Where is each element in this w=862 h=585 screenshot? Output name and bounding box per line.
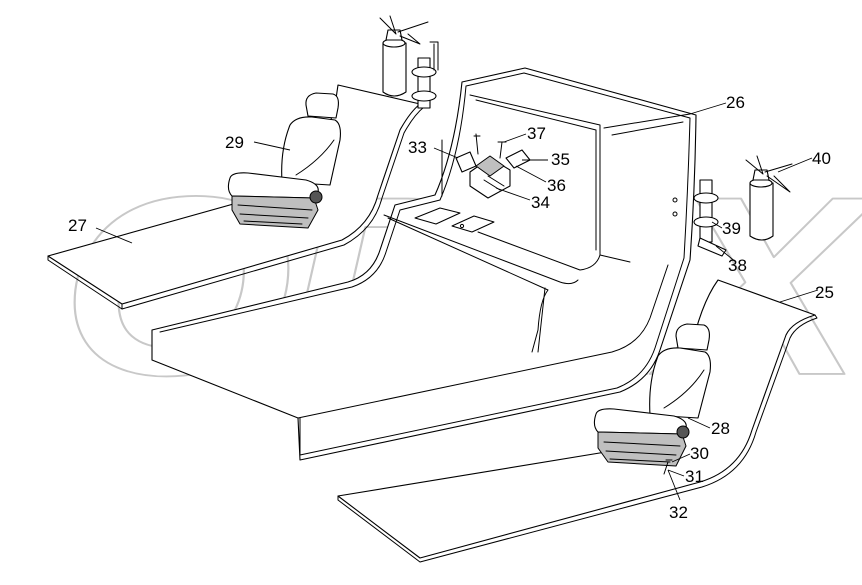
leader-lines xyxy=(95,102,819,501)
seat-right xyxy=(593,323,711,467)
callout-28: 28 xyxy=(711,419,730,438)
callout-40: 40 xyxy=(812,149,831,168)
fire-extinguisher-right xyxy=(745,155,793,241)
callout-labels: 25 26 27 28 29 30 31 32 33 34 35 36 37 3… xyxy=(68,93,834,522)
callout-27: 27 xyxy=(68,216,87,235)
bolts-30-31 xyxy=(663,459,673,475)
callout-34: 34 xyxy=(531,193,550,212)
extinguisher-bracket-left xyxy=(411,41,439,109)
callout-38: 38 xyxy=(728,256,747,275)
tunnel-cover xyxy=(151,67,697,461)
callout-30: 30 xyxy=(690,444,709,463)
callout-37: 37 xyxy=(527,124,546,143)
seat-left xyxy=(227,92,341,229)
callout-35: 35 xyxy=(551,150,570,169)
callout-32: 32 xyxy=(669,503,688,522)
control-unit xyxy=(455,133,531,199)
callout-33: 33 xyxy=(408,138,427,157)
extinguisher-bracket-right xyxy=(672,179,727,257)
callout-29: 29 xyxy=(225,133,244,152)
fire-extinguisher-left xyxy=(379,15,429,97)
callout-36: 36 xyxy=(547,176,566,195)
callout-25: 25 xyxy=(815,283,834,302)
callout-31: 31 xyxy=(685,467,704,486)
callout-39: 39 xyxy=(722,219,741,238)
callout-26: 26 xyxy=(726,93,745,112)
